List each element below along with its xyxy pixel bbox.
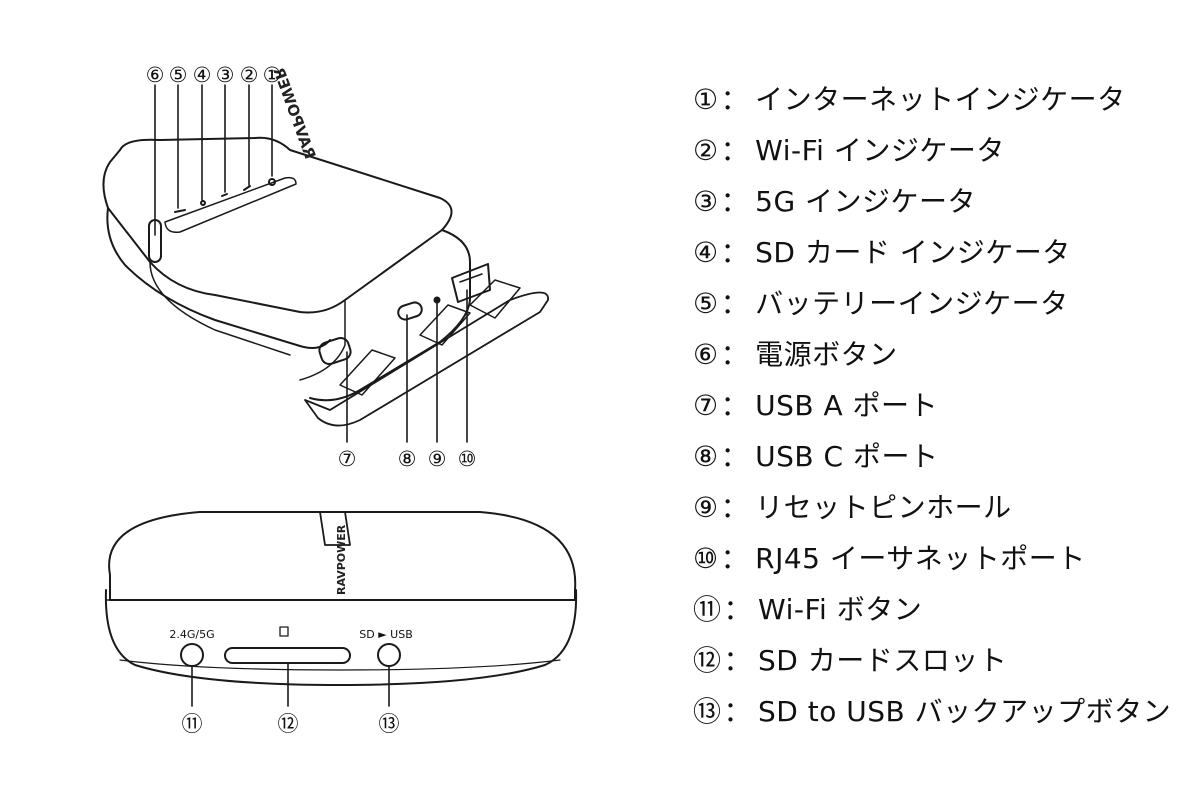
- legend-separator: ：: [720, 287, 750, 320]
- legend-separator: ：: [720, 542, 750, 575]
- callout-7: ⑦: [338, 447, 357, 471]
- legend-separator: ：: [723, 644, 753, 677]
- legend-text: 電源ボタン: [755, 338, 898, 371]
- legend-number: ⑦: [693, 389, 719, 422]
- legend-text: Wi-Fi インジケータ: [755, 134, 1005, 167]
- legend-separator: ：: [720, 491, 750, 524]
- callout-3: ③: [216, 63, 235, 87]
- legend-item: ④：SD カード インジケータ: [693, 227, 1183, 278]
- callout-1: ①: [263, 63, 282, 87]
- legend-number: ①: [693, 83, 719, 116]
- legend-separator: ：: [720, 236, 750, 269]
- 5g-indicator: [221, 193, 228, 197]
- legend-item: ②：Wi-Fi インジケータ: [693, 125, 1183, 176]
- callout-4: ④: [193, 63, 212, 87]
- callout-5: ⑤: [169, 63, 188, 87]
- legend-text: バッテリーインジケータ: [755, 287, 1069, 320]
- callout-8: ⑧: [398, 447, 417, 471]
- legend-separator: ：: [723, 593, 753, 626]
- usb-a-port: [318, 336, 352, 366]
- legend-number: ⑧: [693, 440, 719, 473]
- legend-list: ①：インターネットインジケータ ②：Wi-Fi インジケータ ③：5G インジケ…: [693, 74, 1183, 737]
- callout-13: ⑬: [379, 712, 400, 736]
- legend-item: ⑫：SD カードスロット: [693, 635, 1183, 686]
- reset-pinhole: [433, 296, 441, 304]
- callout-12: ⑫: [278, 712, 299, 736]
- legend-text: Wi-Fi ボタン: [758, 593, 923, 626]
- legend-text: USB C ポート: [755, 440, 939, 473]
- legend-number: ③: [693, 185, 719, 218]
- legend-text: SD カードスロット: [758, 644, 1008, 677]
- legend-separator: ：: [720, 389, 750, 422]
- callout-2: ②: [240, 63, 259, 87]
- bottom-device-top-face: [108, 511, 577, 601]
- callout-10: ⑩: [458, 447, 477, 471]
- sd-card-indicator: [200, 200, 206, 206]
- legend-number: ⑪: [693, 593, 722, 626]
- legend-separator: ：: [723, 695, 753, 728]
- sd-to-usb-button: [377, 643, 401, 667]
- legend-text: リセットピンホール: [755, 491, 1012, 524]
- callout-6: ⑥: [146, 63, 165, 87]
- callout-9: ⑨: [428, 447, 447, 471]
- legend-text: SD to USB バックアップボタン: [758, 695, 1172, 728]
- legend-text: RJ45 イーサネットポート: [755, 542, 1086, 575]
- internet-indicator: [268, 178, 276, 186]
- battery-indicator: [174, 209, 186, 213]
- legend-item: ①：インターネットインジケータ: [693, 74, 1183, 125]
- legend-text: USB A ポート: [755, 389, 939, 422]
- bottom-device: [104, 511, 578, 707]
- legend-number: ⑫: [693, 644, 722, 677]
- legend-item: ⑧：USB C ポート: [693, 431, 1183, 482]
- legend-number: ⑩: [693, 542, 719, 575]
- legend-item: ③：5G インジケータ: [693, 176, 1183, 227]
- device-diagram: RAVPOWER RAVPOWER 2.4G/5G SD ► USB ⑥ ⑤ ④…: [102, 63, 578, 736]
- legend-item: ⑥：電源ボタン: [693, 329, 1183, 380]
- top-device-right-side: [309, 229, 471, 402]
- legend-number: ④: [693, 236, 719, 269]
- legend-text: インターネットインジケータ: [755, 83, 1126, 116]
- port-cover-flap: [304, 291, 549, 427]
- bottom-device-front: [104, 589, 578, 686]
- legend-number: ⑨: [693, 491, 719, 524]
- sd-card-slot: [224, 647, 351, 664]
- legend-item: ⑨：リセットピンホール: [693, 482, 1183, 533]
- legend-number: ⑥: [693, 338, 719, 371]
- strap: [319, 511, 351, 546]
- legend-item: ⑦：USB A ポート: [693, 380, 1183, 431]
- legend-item: ⑤：バッテリーインジケータ: [693, 278, 1183, 329]
- wifi-button: [180, 643, 204, 667]
- legend-text: SD カード インジケータ: [755, 236, 1071, 269]
- legend-text: 5G インジケータ: [755, 185, 977, 218]
- legend-separator: ：: [720, 440, 750, 473]
- legend-separator: ：: [720, 134, 750, 167]
- legend-item: ⑪：Wi-Fi ボタン: [693, 584, 1183, 635]
- rj45-port: [451, 263, 491, 303]
- legend-separator: ：: [720, 185, 750, 218]
- wifi-indicator: [243, 185, 251, 191]
- sd-to-usb-label: SD ► USB: [359, 628, 413, 641]
- legend-item: ⑬：SD to USB バックアップボタン: [693, 686, 1183, 737]
- sd-icon: [279, 626, 289, 637]
- brand-label-bottom: RAVPOWER: [335, 524, 348, 595]
- indicator-strip: [164, 176, 297, 234]
- legend-item: ⑩：RJ45 イーサネットポート: [693, 533, 1183, 584]
- legend-number: ②: [693, 134, 719, 167]
- callout-11: ⑪: [182, 712, 203, 736]
- legend-separator: ：: [720, 83, 750, 116]
- usb-c-port: [397, 301, 423, 321]
- top-device: [102, 84, 549, 443]
- legend-number: ⑤: [693, 287, 719, 320]
- wifi-band-label: 2.4G/5G: [169, 628, 214, 641]
- legend-number: ⑬: [693, 695, 722, 728]
- legend-separator: ：: [720, 338, 750, 371]
- top-device-side: [106, 207, 331, 349]
